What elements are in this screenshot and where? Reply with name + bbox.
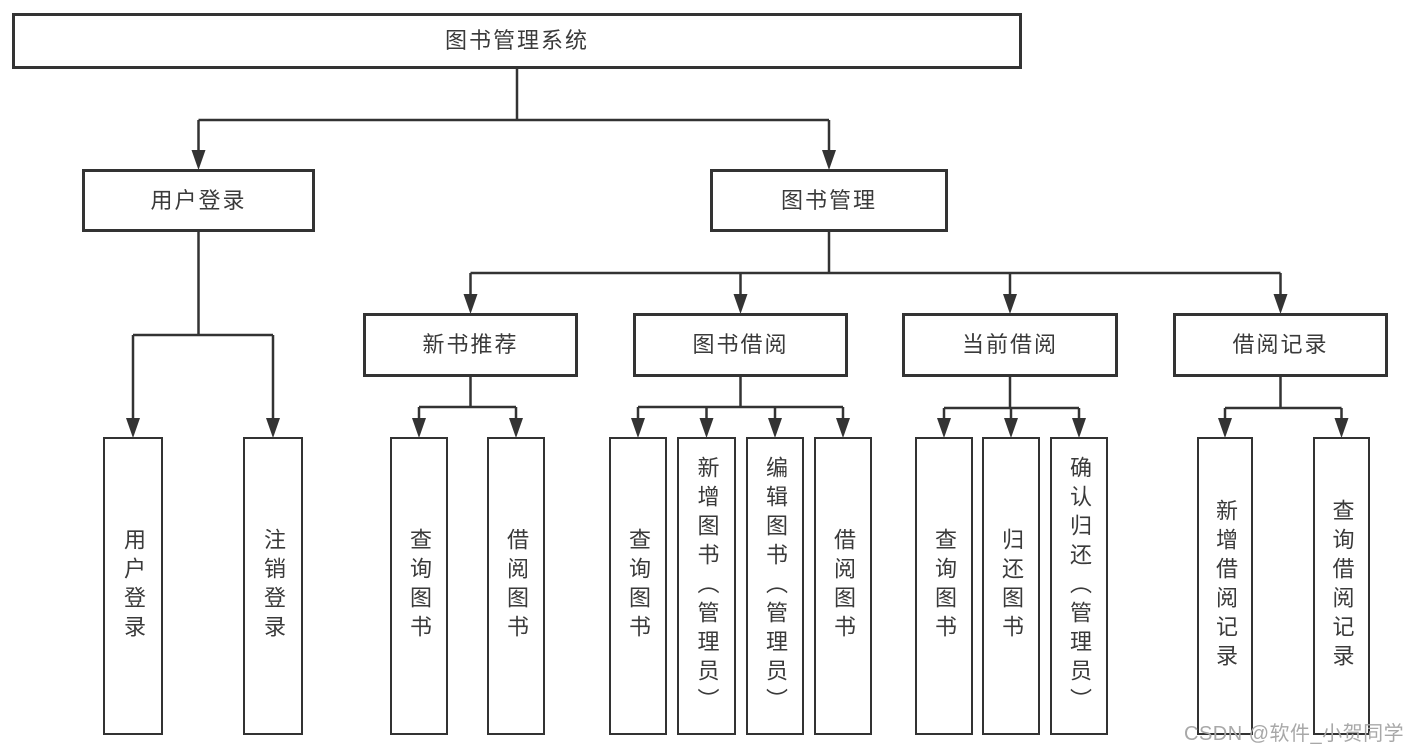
arrowhead-down-icon — [631, 418, 645, 438]
node-label-mgmt: 图书管理 — [780, 187, 877, 213]
connector-root — [197, 69, 831, 155]
node-label-rec: 新书推荐 — [422, 332, 519, 357]
node-label-logout: 注销登录 — [261, 528, 286, 644]
node-label-recd-query: 查询借阅记录 — [1329, 499, 1355, 673]
node-label-recd-add: 新增借阅记录 — [1213, 499, 1238, 673]
node-label-bor-add: 新增图书（管理员） — [694, 455, 720, 717]
node-label-login: 用户登录 — [150, 187, 247, 213]
node-root: 图书管理系统 — [12, 13, 1022, 69]
arrowhead-down-icon — [1218, 418, 1232, 438]
node-rec-borrow: 借阅图书 — [487, 437, 545, 735]
node-cur-confirm: 确认归还（管理员） — [1050, 437, 1108, 735]
node-cur-query: 查询图书 — [915, 437, 973, 735]
node-rec: 新书推荐 — [363, 313, 578, 377]
node-label-records: 借阅记录 — [1232, 332, 1329, 357]
arrowhead-down-icon — [412, 418, 426, 438]
node-bor-edit: 编辑图书（管理员） — [746, 437, 804, 735]
arrowhead-down-icon — [463, 294, 478, 314]
node-recd-add: 新增借阅记录 — [1197, 437, 1253, 735]
node-label-cur-return: 归还图书 — [999, 528, 1024, 644]
arrowhead-down-icon — [266, 418, 280, 438]
arrowhead-down-icon — [768, 418, 782, 438]
arrowhead-down-icon — [191, 150, 206, 170]
node-label-user-login: 用户登录 — [121, 528, 146, 644]
connector-records — [1223, 377, 1343, 423]
node-current: 当前借阅 — [902, 313, 1118, 377]
arrowhead-down-icon — [733, 294, 748, 314]
connector-rec — [417, 377, 518, 423]
node-label-cur-confirm: 确认归还（管理员） — [1067, 455, 1092, 717]
node-bor-add: 新增图书（管理员） — [677, 437, 736, 735]
node-label-bor-borrow: 借阅图书 — [831, 528, 856, 644]
node-label-current: 当前借阅 — [961, 332, 1058, 357]
arrowhead-down-icon — [699, 418, 714, 438]
node-label-bor-query: 查询图书 — [626, 528, 651, 644]
connector-login — [131, 232, 275, 423]
arrowhead-down-icon — [937, 418, 951, 438]
node-label-rec-query: 查询图书 — [407, 528, 432, 644]
arrowhead-down-icon — [1004, 418, 1018, 438]
node-borrow: 图书借阅 — [633, 313, 848, 377]
node-recd-query: 查询借阅记录 — [1313, 437, 1370, 735]
node-label-rec-borrow: 借阅图书 — [504, 528, 529, 644]
node-records: 借阅记录 — [1173, 313, 1388, 377]
node-label-cur-query: 查询图书 — [932, 528, 957, 644]
node-logout: 注销登录 — [243, 437, 303, 735]
connector-mgmt — [469, 232, 1282, 299]
arrowhead-down-icon — [1334, 418, 1349, 438]
connector-borrow — [636, 377, 845, 423]
node-label-root: 图书管理系统 — [444, 28, 589, 53]
arrowhead-down-icon — [836, 418, 850, 438]
node-login: 用户登录 — [82, 169, 315, 232]
node-bor-query: 查询图书 — [609, 437, 667, 735]
node-rec-query: 查询图书 — [390, 437, 448, 735]
arrowhead-down-icon — [509, 418, 523, 438]
node-user-login: 用户登录 — [103, 437, 163, 735]
arrowhead-down-icon — [822, 150, 836, 170]
connector-current — [942, 377, 1081, 423]
node-label-bor-edit: 编辑图书（管理员） — [763, 455, 788, 717]
arrowhead-down-icon — [126, 418, 140, 438]
node-label-borrow: 图书借阅 — [692, 332, 789, 357]
arrowhead-down-icon — [1003, 294, 1017, 314]
watermark: CSDN @软件_小贺同学 — [1184, 723, 1405, 745]
arrowhead-down-icon — [1273, 294, 1288, 314]
node-bor-borrow: 借阅图书 — [814, 437, 872, 735]
arrowhead-down-icon — [1072, 418, 1086, 438]
node-cur-return: 归还图书 — [982, 437, 1040, 735]
node-mgmt: 图书管理 — [710, 169, 948, 232]
